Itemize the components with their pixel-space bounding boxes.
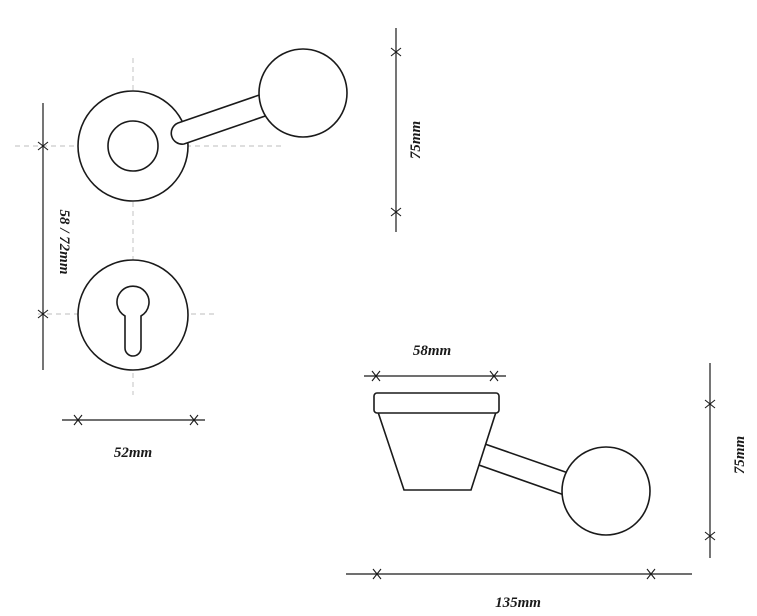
- front-view: [15, 48, 348, 395]
- dimension-label-75mm-top: 75mm: [408, 121, 424, 159]
- dimension-rose-spacing: 58 / 72mm: [37, 103, 72, 370]
- keyhole-cutout: [116, 285, 150, 357]
- lever-arm: [170, 90, 275, 145]
- dimension-handle-height-side: 75mm: [704, 363, 748, 558]
- side-rose-cap: [373, 392, 500, 414]
- dimension-label-52mm: 52mm: [114, 445, 152, 461]
- lever-rose-inner: [107, 120, 159, 172]
- dimension-rose-diameter: 52mm: [62, 414, 205, 461]
- dimension-rose-depth: 58mm: [364, 343, 506, 382]
- lever-knob: [258, 48, 348, 138]
- side-lever-knob: [561, 446, 651, 536]
- dimension-projection: 135mm: [346, 568, 692, 611]
- dimension-label-58mm: 58mm: [413, 343, 451, 359]
- dimension-label-135mm: 135mm: [495, 595, 541, 611]
- side-rose-body: [376, 411, 498, 491]
- dimension-handle-height-top: 75mm: [390, 28, 424, 232]
- side-lever-arm: [475, 441, 576, 498]
- side-view: [373, 392, 651, 536]
- dimension-label-75mm-side: 75mm: [732, 436, 748, 474]
- dimension-label-58-72mm: 58 / 72mm: [56, 209, 72, 274]
